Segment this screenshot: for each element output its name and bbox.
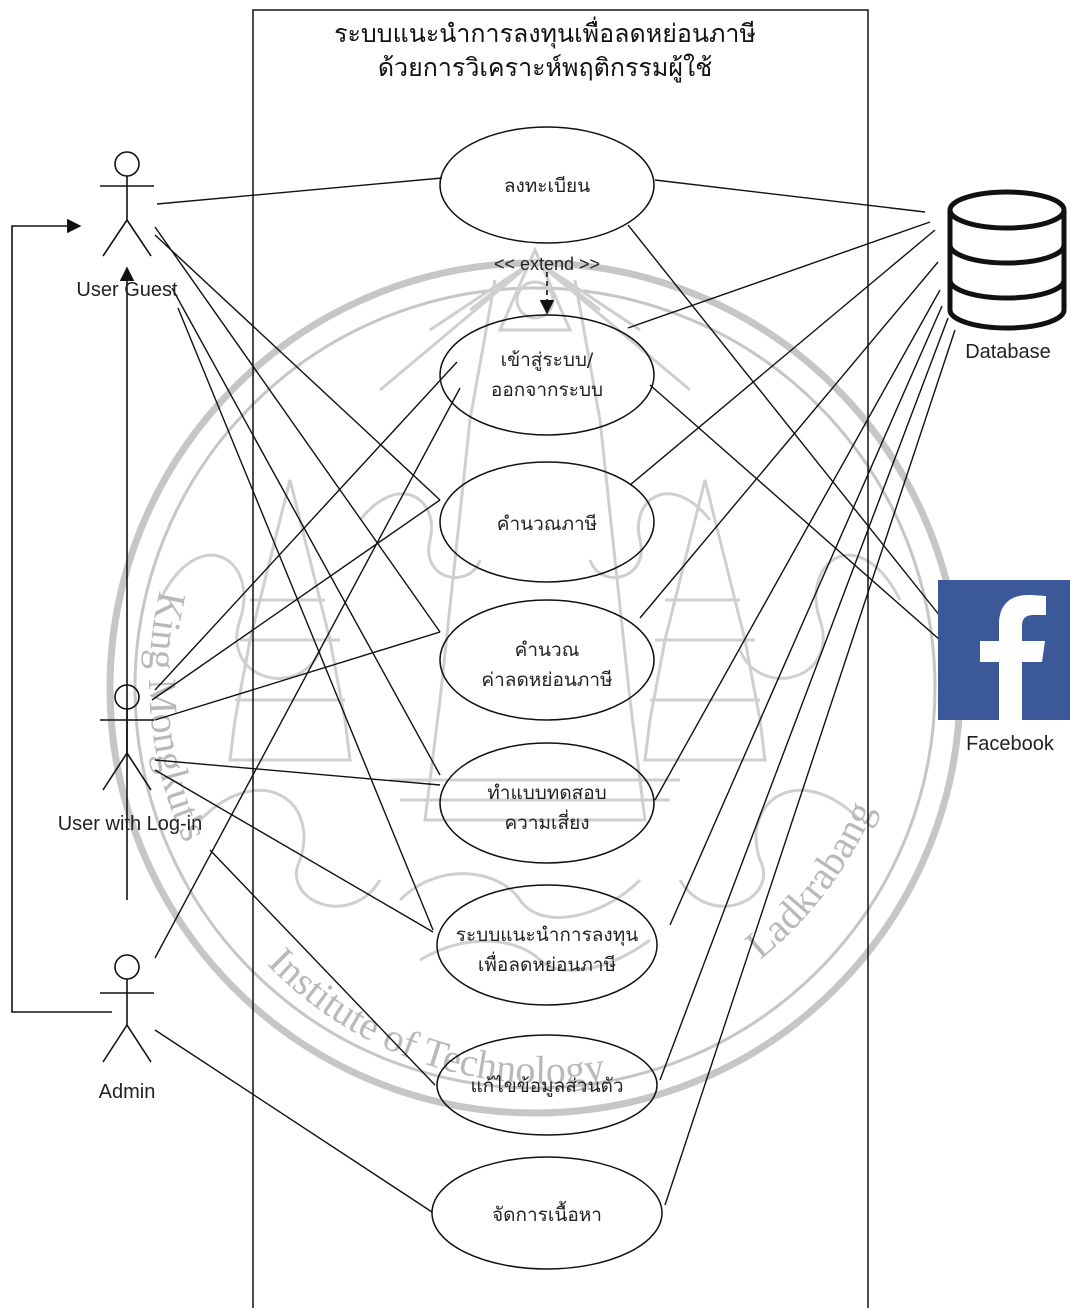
svg-text:ออกจากระบบ: ออกจากระบบ bbox=[491, 379, 603, 401]
database-icon bbox=[947, 189, 1067, 331]
database[interactable]: Database bbox=[947, 189, 1067, 363]
use-case-login-logout[interactable]: เข้าสู่ระบบ/ ออกจากระบบ bbox=[439, 314, 655, 436]
use-case-register[interactable]: ลงทะเบียน bbox=[439, 126, 655, 244]
use-case-calculate-deduction[interactable]: คำนวณ ค่าลดหย่อนภาษี bbox=[439, 599, 655, 721]
system-title-line1: ระบบแนะนำการลงทุนเพื่อลดหย่อนภาษี bbox=[334, 16, 756, 49]
system-title-line2: ด้วยการวิเคราะห์พฤติกรรมผู้ใช้ bbox=[378, 53, 712, 83]
svg-text:แก้ไขข้อมูลส่วนตัว: แก้ไขข้อมูลส่วนตัว bbox=[470, 1075, 623, 1097]
svg-text:เพื่อลดหย่อนภาษี: เพื่อลดหย่อนภาษี bbox=[478, 951, 616, 976]
actor-user-guest[interactable]: User Guest bbox=[76, 151, 178, 301]
svg-text:จัดการเนื้อหา: จัดการเนื้อหา bbox=[492, 1201, 602, 1226]
svg-text:Admin: Admin bbox=[99, 1081, 156, 1103]
facebook-logo-icon bbox=[938, 580, 1070, 720]
svg-text:ค่าลดหย่อนภาษี: ค่าลดหย่อนภาษี bbox=[481, 669, 612, 691]
svg-text:ทำแบบทดสอบ: ทำแบบทดสอบ bbox=[487, 782, 607, 804]
stick-figure-icon bbox=[100, 151, 154, 257]
svg-text:ความเสี่ยง: ความเสี่ยง bbox=[504, 809, 589, 834]
svg-text:คำนวณ: คำนวณ bbox=[515, 639, 580, 661]
svg-text:ลงทะเบียน: ลงทะเบียน bbox=[504, 175, 590, 197]
facebook[interactable]: Facebook bbox=[938, 580, 1070, 755]
use-case-calculate-tax[interactable]: คำนวณภาษี bbox=[439, 461, 655, 583]
svg-text:คำนวณภาษี: คำนวณภาษี bbox=[497, 513, 597, 535]
svg-text:ระบบแนะนำการลงทุน: ระบบแนะนำการลงทุน bbox=[456, 924, 638, 947]
svg-text:เข้าสู่ระบบ/: เข้าสู่ระบบ/ bbox=[501, 349, 594, 371]
association-lines bbox=[151, 177, 956, 1213]
use-case-manage-content[interactable]: จัดการเนื้อหา bbox=[431, 1156, 663, 1270]
use-case-edit-profile[interactable]: แก้ไขข้อมูลส่วนตัว bbox=[436, 1034, 658, 1136]
svg-text:Facebook: Facebook bbox=[966, 733, 1055, 755]
svg-text:User with Log-in: User with Log-in bbox=[58, 813, 203, 835]
stick-figure-icon bbox=[100, 954, 154, 1063]
system-boundary bbox=[252, 9, 869, 1308]
watermark-text-left: King Mongkut's bbox=[140, 588, 218, 847]
svg-text:Database: Database bbox=[965, 341, 1051, 363]
extend-label: << extend >> bbox=[494, 254, 600, 274]
use-case-risk-test[interactable]: ทำแบบทดสอบ ความเสี่ยง bbox=[439, 742, 655, 864]
actor-user-with-login[interactable]: User with Log-in bbox=[58, 684, 203, 835]
actor-admin[interactable]: Admin bbox=[99, 954, 156, 1103]
stick-figure-icon bbox=[100, 684, 154, 791]
admin-to-guest-connector bbox=[11, 218, 112, 1013]
use-case-recommend-investment[interactable]: ระบบแนะนำการลงทุน เพื่อลดหย่อนภาษี bbox=[436, 884, 658, 1006]
svg-text:User Guest: User Guest bbox=[76, 279, 178, 301]
